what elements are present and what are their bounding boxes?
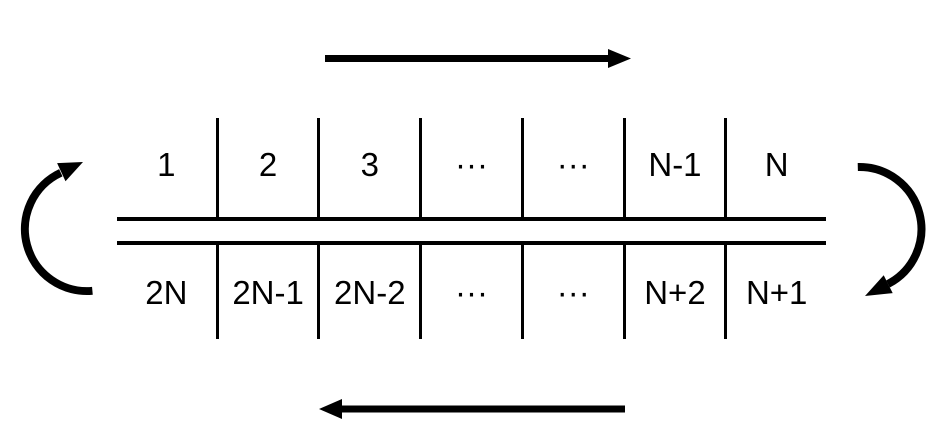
top-row-cell: 3 <box>320 118 423 217</box>
bottom-row-cell: 2N <box>117 245 219 339</box>
top-row-cell: N-1 <box>626 118 728 217</box>
top-row-cell: 1 <box>117 118 219 217</box>
right-arrow-icon <box>325 49 631 68</box>
bottom-row-cell: ··· <box>524 245 626 339</box>
top-row-cell: ··· <box>422 118 524 217</box>
bottom-row-cell: ··· <box>422 245 524 339</box>
bottom-row: 2N 2N-1 2N-2 ··· ··· N+2 N+1 <box>117 241 826 339</box>
top-row-cell: 2 <box>219 118 321 217</box>
wrap-up-curved-arrow-icon <box>20 162 93 296</box>
top-row-cell: N <box>764 146 789 183</box>
top-row-cell: ··· <box>524 118 626 217</box>
wrap-down-curved-arrow-icon <box>857 162 926 296</box>
left-arrow-icon <box>319 399 625 419</box>
bottom-row-cell: 2N-1 <box>219 245 321 339</box>
top-row: 1 2 3 ··· ··· N-1 N <box>117 118 826 221</box>
bottom-row-cell: 2N-2 <box>320 245 423 339</box>
bottom-row-cell: N+1 <box>745 273 808 311</box>
bottom-row-cell: N+2 <box>626 245 728 339</box>
